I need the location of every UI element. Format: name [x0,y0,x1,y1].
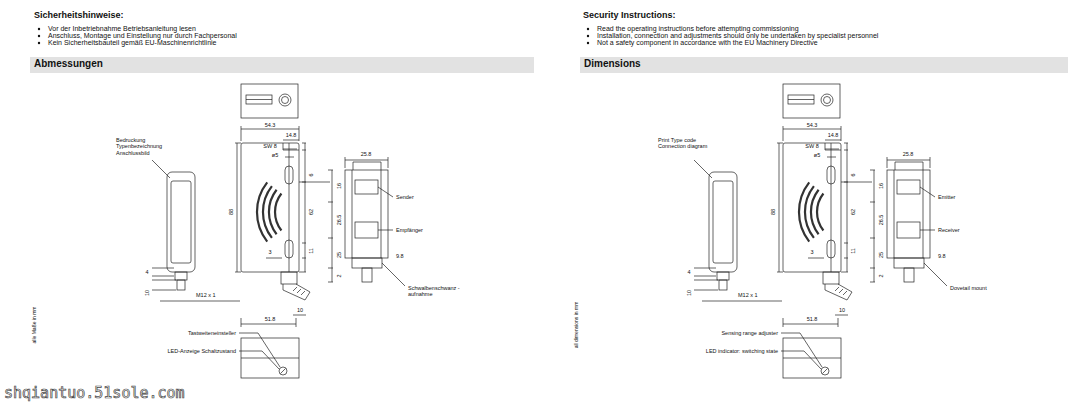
dimension: 10 [297,307,303,313]
dimension: 10 [839,307,845,313]
dimension: 9.8 [396,253,404,259]
section-heading: Abmessungen [30,57,534,71]
thread-label: M12 x 1 [738,292,758,298]
dimension: 62 [308,209,314,215]
part-label: Empfänger [396,227,423,233]
dimension: 26.5 [336,215,342,226]
dimension: 54.3 [807,122,818,128]
dimension: 16 [878,183,884,189]
dimension: 11 [850,248,856,254]
dimension: 3 [810,249,813,255]
dimension: 4 [687,269,690,275]
part-label: Dovetail mount [950,285,1012,291]
dimension: SW 8 [805,143,818,149]
units-note: alle Maße in mm [32,307,38,344]
part-label: Emitter [938,194,955,200]
watermark: shqiantuo.51sole.com [4,385,185,402]
part-label: Sender [396,194,414,200]
dimension: 51.8 [265,316,276,322]
dimension: 6 [850,173,856,176]
part-label: Tastweiteneinsteller [188,330,236,336]
dimension: 54.3 [265,122,276,128]
dimension: 25 [878,252,884,258]
note-item: Kein Sicherheitsbauteil gemäß EU-Maschin… [48,39,216,47]
sensor-drawing [152,84,405,378]
dimension: 3 [268,249,271,255]
part-label: Receiver [938,227,960,233]
dimension: 25.8 [361,151,372,157]
dimension: 51.8 [807,316,818,322]
dimension: 88 [770,209,776,215]
section-band: Abmessungen [30,57,534,73]
dimension: 2 [336,274,342,277]
dimension: 62 [850,209,856,215]
dimension: 4 [145,269,148,275]
note-item: Vor der Inbetriebnahme Betriebsanleitung… [48,25,196,33]
section-heading: Dimensions [580,57,1068,71]
dimension: 11 [308,248,314,254]
thread-label: M12 x 1 [196,292,216,298]
section-title: Sicherheitshinweise: [34,10,124,20]
part-label: LED indicator: switching state [706,348,778,354]
dimension: 88 [228,209,234,215]
dimension: 25.8 [903,151,914,157]
dimension: 9.8 [938,253,946,259]
dimension: ø5 [272,152,278,158]
note-item: Installation, connection and adjustments… [597,32,878,40]
dimension: 16 [336,183,342,189]
sensor-drawing [694,84,947,378]
note-item: Anschluss, Montage und Einstellung nur d… [48,32,237,40]
part-label: Schwalbenschwanz - aufnahme [408,285,470,298]
part-label: LED-Anzeige Schaltzustand [168,348,236,354]
dimension: 25 [336,252,342,258]
section-title: Security Instructions: [583,10,676,20]
section-band: Dimensions [580,57,1068,73]
part-label: Print Type code Connection diagram [658,137,714,150]
note-item: Read the operating instructions before a… [597,25,799,33]
dimension: 6 [308,173,314,176]
dimension: 10 [144,290,150,296]
dimension: 14.8 [286,132,297,138]
dimension: 10 [686,290,692,296]
dimension: 14.8 [828,132,839,138]
note-item: Not a safety component in accordance wit… [597,39,818,47]
units-note: all dimensions in mm [574,302,580,349]
dimension: 2 [878,274,884,277]
dimension: SW 8 [263,143,276,149]
dimension: ø5 [814,152,820,158]
part-label: Sensing range adjuster [721,330,778,336]
dimension: 26.5 [878,215,884,226]
part-label: Bedruckung Typenbezeichnung Anschlussbil… [116,137,172,156]
